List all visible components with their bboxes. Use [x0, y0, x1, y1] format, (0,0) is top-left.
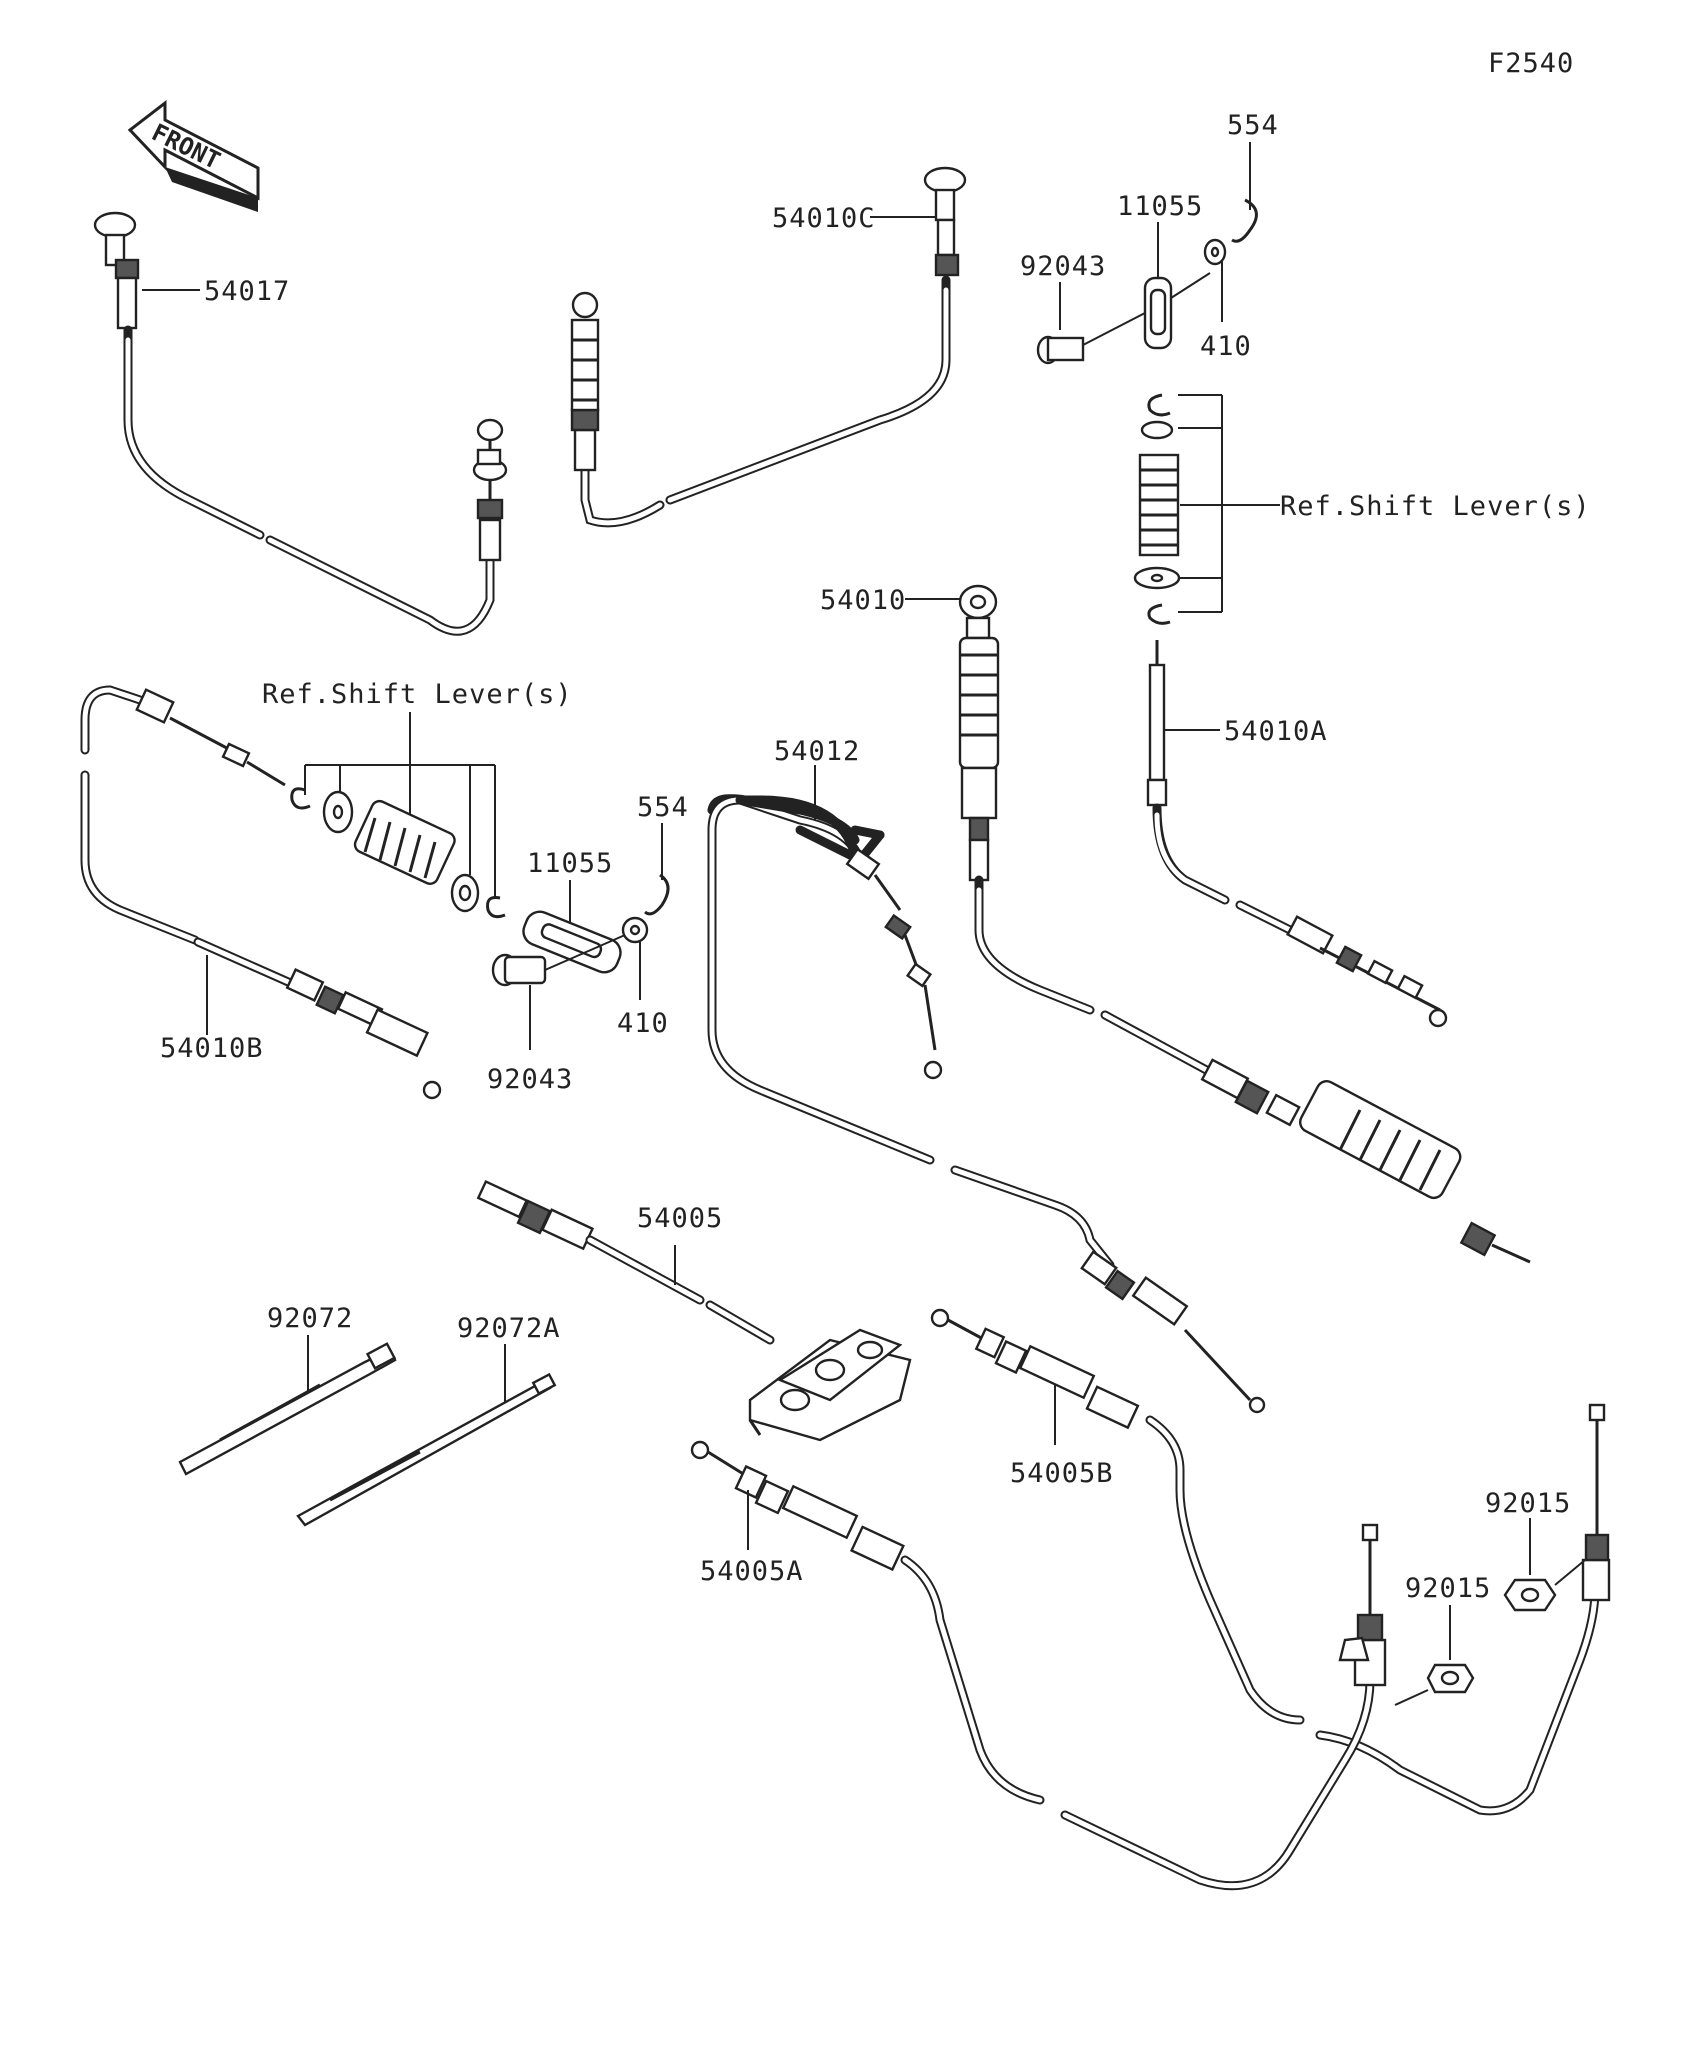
clip-554-mid — [644, 873, 670, 916]
label-54010B: 54010B — [160, 1033, 264, 1064]
label-11055-top: 11055 — [1117, 191, 1203, 222]
front-arrow-icon: FRONT — [127, 99, 260, 212]
clevis-11055-mid — [522, 910, 622, 974]
label-92043-mid: 92043 — [487, 1064, 573, 1095]
label-54005: 54005 — [637, 1203, 723, 1234]
cable-54017 — [93, 211, 508, 636]
shift-stack-left — [290, 712, 506, 919]
label-54005B: 54005B — [1010, 1458, 1114, 1489]
nut-92015-right — [1503, 1559, 1586, 1612]
cable-splitter-block — [748, 1328, 912, 1442]
cable-54005A — [690, 1440, 1387, 1891]
label-ref-shift-right: Ref.Shift Lever(s) — [1280, 491, 1591, 522]
clip-554-top — [1231, 198, 1258, 243]
cable-54010 — [958, 584, 1531, 1264]
cable-54010B — [80, 685, 442, 1100]
label-92015-right: 92015 — [1485, 1488, 1571, 1519]
label-554-top: 554 — [1227, 110, 1279, 141]
label-410-top: 410 — [1200, 331, 1252, 362]
cable-54005B — [930, 1308, 1611, 1816]
label-554-mid: 554 — [637, 792, 689, 823]
label-92072: 92072 — [267, 1303, 353, 1334]
label-54010A: 54010A — [1224, 716, 1328, 747]
cable-tie-92072A — [296, 1372, 557, 1527]
pin-92043-top — [1036, 272, 1211, 365]
cable-54012 — [707, 794, 1266, 1414]
label-92015-mid: 92015 — [1405, 1573, 1491, 1604]
front-label: FRONT — [147, 118, 224, 175]
label-54010C: 54010C — [772, 203, 876, 234]
cable-54010C — [570, 166, 967, 528]
cable-tie-92072 — [178, 1342, 397, 1476]
cable-54005 — [476, 1179, 775, 1345]
label-54012: 54012 — [774, 736, 860, 767]
label-11055-mid: 11055 — [527, 848, 613, 879]
shift-stack-right — [1133, 393, 1280, 625]
label-54005A: 54005A — [700, 1556, 804, 1587]
label-54017: 54017 — [204, 276, 290, 307]
cable-54010A — [1146, 640, 1448, 1028]
label-92043-top: 92043 — [1020, 251, 1106, 282]
label-92072A: 92072A — [457, 1313, 561, 1344]
pin-92043-mid — [491, 934, 626, 987]
label-54010: 54010 — [820, 585, 906, 616]
diagram-id: F2540 — [1488, 48, 1574, 79]
label-ref-shift-left: Ref.Shift Lever(s) — [262, 679, 573, 710]
label-410-mid: 410 — [617, 1008, 669, 1039]
nut-92015-mid — [1394, 1663, 1475, 1706]
